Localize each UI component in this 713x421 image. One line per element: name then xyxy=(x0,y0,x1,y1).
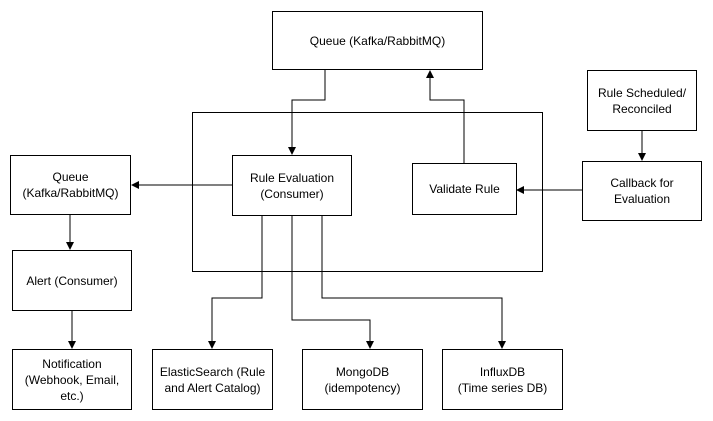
mongodb-label: MongoDB (idempotency) xyxy=(324,364,401,395)
alert-consumer-node: Alert (Consumer) xyxy=(12,250,132,311)
influxdb-node: InfluxDB (Time series DB) xyxy=(442,349,563,410)
evaluation-service-group xyxy=(192,112,543,272)
queue-left-node: Queue (Kafka/RabbitMQ) xyxy=(10,155,131,215)
alert-consumer-label: Alert (Consumer) xyxy=(26,273,118,288)
rule-scheduled-node: Rule Scheduled/ Reconciled xyxy=(587,70,697,131)
validate-rule-node: Validate Rule xyxy=(412,163,517,215)
elasticsearch-label: ElasticSearch (Rule and Alert Catalog) xyxy=(159,364,266,395)
edge-validate-rule-to-queue-top xyxy=(426,70,465,163)
mongodb-node: MongoDB (idempotency) xyxy=(302,349,423,410)
notification-node: Notification (Webhook, Email, etc.) xyxy=(12,349,132,410)
queue-top-node: Queue (Kafka/RabbitMQ) xyxy=(272,11,483,70)
queue-left-label: Queue (Kafka/RabbitMQ) xyxy=(22,170,119,200)
rule-evaluation-node: Rule Evaluation (Consumer) xyxy=(232,155,352,216)
callback-evaluation-node: Callback for Evaluation xyxy=(582,161,702,221)
edge-rule-evaluation-to-mongodb xyxy=(291,216,374,349)
elasticsearch-node: ElasticSearch (Rule and Alert Catalog) xyxy=(152,349,273,410)
validate-rule-label: Validate Rule xyxy=(429,182,500,196)
edge-queue-top-to-rule-evaluation xyxy=(288,70,326,155)
edge-rule-evaluation-to-elasticsearch xyxy=(208,216,263,349)
queue-top-label: Queue (Kafka/RabbitMQ) xyxy=(309,33,446,48)
edge-rule-evaluation-to-influxdb xyxy=(321,216,506,349)
rule-scheduled-label: Rule Scheduled/ Reconciled xyxy=(597,85,687,116)
notification-label: Notification (Webhook, Email, etc.) xyxy=(24,356,120,403)
influxdb-label: InfluxDB (Time series DB) xyxy=(457,364,548,395)
callback-evaluation-label: Callback for Evaluation xyxy=(610,176,674,206)
rule-evaluation-label: Rule Evaluation (Consumer) xyxy=(249,170,335,201)
